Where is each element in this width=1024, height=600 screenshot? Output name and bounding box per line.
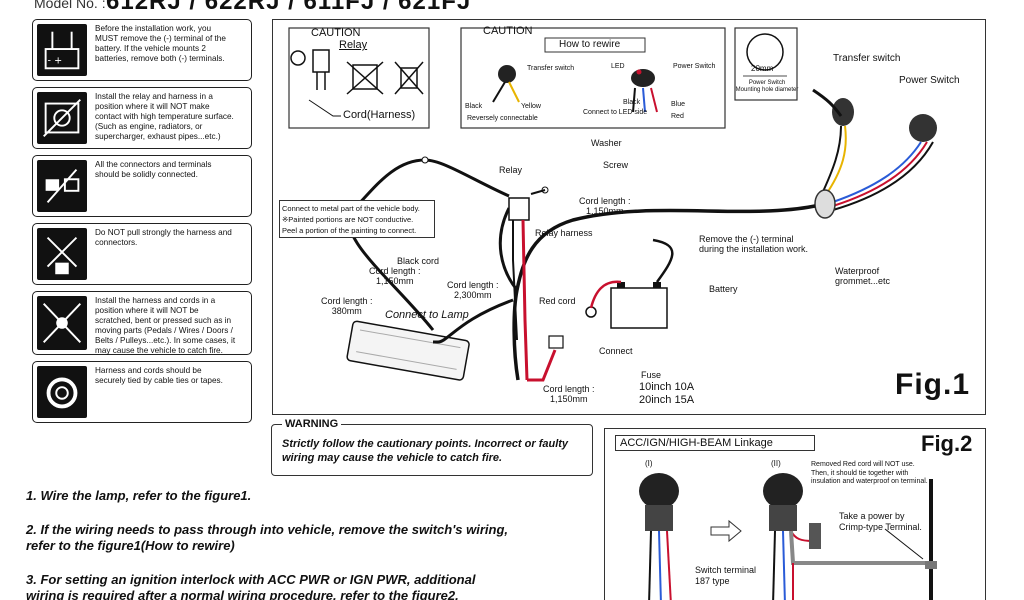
waterproof-grommet-label: Waterproof grommet...etc (835, 266, 891, 286)
black-cord-label: Black cord (397, 256, 440, 266)
cord-length-bottom: Cord length : 1,150mm (543, 384, 595, 404)
battery-label: Battery (709, 284, 738, 294)
step-3: 3. For setting an ignition interlock wit… (26, 572, 476, 600)
crimp-power-note: Take a power by Crimp-type Terminal. (839, 511, 922, 532)
caution-text: Do NOT pull strongly the harness and con… (95, 228, 232, 247)
caution-text: Install the harness and cords in a posit… (95, 296, 236, 355)
remove-terminal-note: Remove the (-) terminal during the insta… (699, 234, 809, 254)
figure-2: ACC/IGN/HIGH-BEAM Linkage Fig.2 (I) (II)… (604, 428, 986, 600)
caution-text: Before the installation work, you MUST r… (95, 24, 226, 63)
header: Model No. : 612RJ / 622RJ / 611FJ / 621F… (0, 0, 1024, 14)
hole-caption: Power Switch Mounting hole diameter (735, 80, 799, 93)
connect-label: Connect (599, 346, 633, 356)
cord-length-black: Cord length : 1,150mm (369, 266, 421, 286)
transfer-switch-small: Transfer switch (527, 65, 575, 72)
caution-item-battery: - + Before the installation work, you MU… (32, 19, 252, 81)
connector-icon (37, 160, 87, 212)
caution-item-heat: Install the relay and harness in a posit… (32, 87, 252, 149)
fuse-20inch: 20inch 15A (639, 394, 695, 406)
reversely-connectable-label: Reversely connectable (467, 115, 538, 122)
power-switch-label: Power Switch (899, 75, 960, 86)
cable-tie-icon (37, 366, 87, 418)
warning-box: WARNING Strictly follow the cautionary p… (271, 418, 593, 476)
blue-wire-label: Blue (671, 101, 686, 108)
fuse-label: Fuse (641, 370, 662, 380)
warning-text: Strictly follow the cautionary points. I… (282, 438, 569, 464)
washer-label: Washer (591, 138, 622, 148)
black2-wire-label: Black (623, 99, 641, 106)
step-2: 2. If the wiring needs to pass through i… (26, 522, 509, 553)
transfer-switch-label: Transfer switch (833, 53, 901, 64)
fuse-10inch: 10inch 10A (639, 381, 695, 393)
caution-text: Harness and cords should be securely tie… (95, 366, 223, 385)
svg-text:- +: - + (48, 55, 63, 66)
model-number: 612RJ / 622RJ / 611FJ / 621FJ (106, 0, 472, 14)
cord-length-2300: Cord length : 2,300mm (447, 280, 499, 300)
yellow-wire-label: Yellow (521, 103, 541, 110)
linkage-title: ACC/IGN/HIGH-BEAM Linkage (615, 435, 815, 451)
caution-item-pull: Do NOT pull strongly the harness and con… (32, 223, 252, 285)
relay-label: Relay (499, 165, 523, 175)
how-to-rewire-caption: How to rewire (559, 39, 621, 50)
cord-length-380: Cord length : 380mm (321, 296, 373, 316)
caution-item-connectors: All the connectors and terminals should … (32, 155, 252, 217)
power-switch-small: Power Switch (673, 63, 716, 70)
figure-2-title: Fig.2 (921, 431, 973, 456)
red-cord-label: Red cord (539, 296, 576, 306)
moving-parts-icon (37, 296, 87, 350)
led-label: LED (611, 63, 625, 70)
connect-to-lamp-label: Connect to Lamp (385, 309, 469, 321)
relay-caption: Relay (339, 39, 368, 51)
screw-label: Screw (603, 160, 629, 170)
step-1: 1. Wire the lamp, refer to the figure1. (26, 488, 252, 503)
caution-title-relay: CAUTION (311, 27, 361, 39)
hole-size-label: 20mm (751, 64, 774, 73)
engine-heat-icon (37, 92, 87, 144)
step-i-label: (I) (645, 459, 653, 468)
battery-terminal-icon: - + (37, 24, 87, 76)
linkage-diagram (639, 473, 937, 600)
caution-item-moving-parts: Install the harness and cords in a posit… (32, 291, 252, 355)
metal-body-note: Connect to metal part of the vehicle bod… (279, 200, 435, 238)
switch-terminal-label: Switch terminal 187 type (695, 565, 757, 586)
figure-1: CAUTION Relay Cord(Harness) CAUTION How … (272, 19, 986, 415)
model-label: Model No. : (34, 0, 106, 11)
cord-harness-caption: Cord(Harness) (343, 109, 416, 121)
removed-red-cord-note: Removed Red cord will NOT use. Then, it … (811, 461, 928, 485)
caution-text: All the connectors and terminals should … (95, 160, 212, 179)
step-ii-label: (II) (771, 459, 781, 468)
caution-item-tie: Harness and cords should be securely tie… (32, 361, 252, 423)
pull-harness-icon (37, 228, 87, 280)
warning-title: WARNING (282, 418, 342, 430)
cord-length-top: Cord length : 1,150mm (579, 196, 631, 216)
connect-led-label: Connect to LED side (583, 109, 648, 116)
wiring-diagram (288, 27, 937, 382)
red-wire-label: Red (671, 113, 684, 120)
caution-text: Install the relay and harness in a posit… (95, 92, 234, 141)
relay-harness-label: Relay harness (535, 228, 593, 238)
caution-title-rewire: CAUTION (483, 25, 533, 37)
figure-1-title: Fig.1 (895, 368, 971, 401)
black-wire-label: Black (465, 103, 483, 110)
